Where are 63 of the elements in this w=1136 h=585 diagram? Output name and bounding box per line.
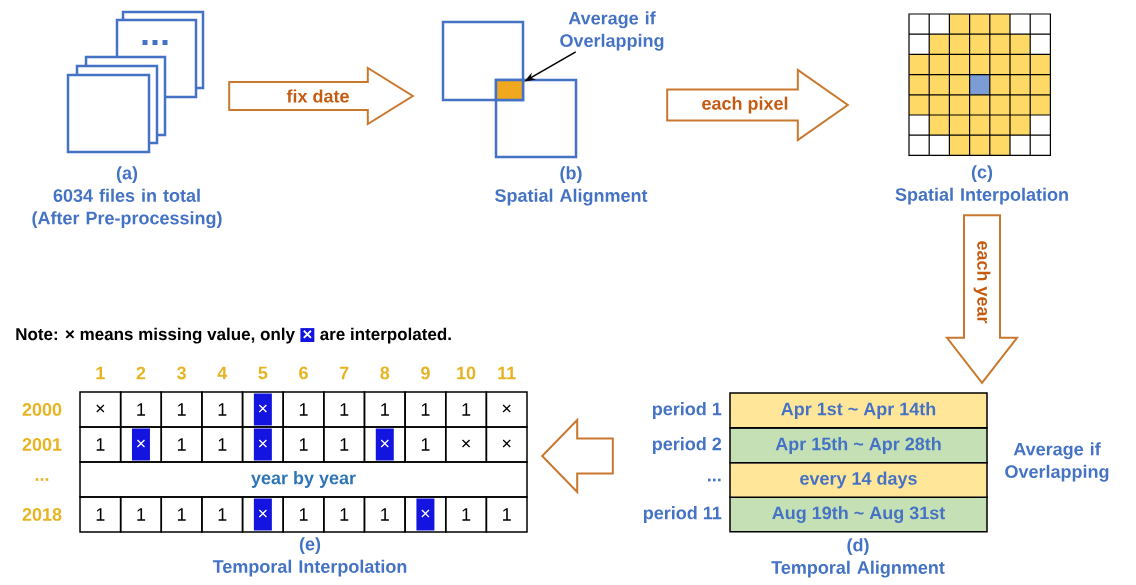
stage-caption: (e) Temporal Interpolation bbox=[212, 537, 407, 577]
note-text: are interpolated. bbox=[320, 327, 451, 344]
table-cell: 1 bbox=[201, 391, 244, 428]
table-cell: 1 bbox=[201, 426, 244, 463]
table-cell: 1 bbox=[445, 496, 488, 533]
year-label: 2018 bbox=[22, 508, 62, 521]
table-cell: × bbox=[485, 391, 528, 428]
year-label: ... bbox=[35, 478, 49, 481]
period-row: Apr 1st ~ Apr 14th bbox=[729, 392, 988, 429]
table-cell: × bbox=[241, 391, 284, 428]
block-arrow bbox=[944, 214, 1020, 385]
table-cell: 1 bbox=[119, 496, 163, 533]
table-cell: × bbox=[445, 426, 488, 463]
table-cell: × bbox=[485, 426, 528, 463]
table-cell: 1 bbox=[404, 426, 447, 463]
edge-label: fix date bbox=[286, 89, 349, 103]
stage-caption: (b) Spatial Alignment bbox=[495, 166, 648, 206]
table-cell: 1 bbox=[160, 391, 203, 428]
table-cell: 1 bbox=[119, 391, 163, 428]
period-row: Apr 15th ~ Apr 28th bbox=[729, 427, 988, 464]
block-arrow bbox=[228, 66, 415, 126]
period-row: Aug 19th ~ Aug 31st bbox=[729, 496, 988, 533]
row-label: period 1 bbox=[653, 402, 722, 419]
table-cell: 1 bbox=[363, 496, 406, 533]
note-text: Note: × means missing value, only bbox=[16, 327, 295, 344]
table-cell: 1 bbox=[79, 426, 122, 463]
highlighted-cross: × bbox=[300, 328, 315, 342]
row-label: period 2 bbox=[653, 437, 722, 454]
table-cell: 1 bbox=[79, 496, 122, 533]
table-cell: × bbox=[119, 426, 163, 463]
row-label: period 11 bbox=[643, 506, 722, 523]
stage-caption: (d) Temporal Alignment bbox=[771, 538, 945, 578]
table-cell: 1 bbox=[282, 391, 325, 428]
table-cell: × bbox=[363, 426, 406, 463]
row-label: ... bbox=[708, 478, 721, 482]
table-cell: 1 bbox=[363, 391, 406, 428]
table-cell: 1 bbox=[282, 496, 325, 533]
stage-caption: (a) 6034 files in total (After Pre-processing) bbox=[32, 166, 222, 229]
edge-label: each year bbox=[973, 241, 991, 324]
table-cell: × bbox=[241, 496, 284, 533]
table-cell: 1 bbox=[445, 391, 488, 428]
stage-caption: (c) Spatial Interpolation bbox=[895, 165, 1068, 205]
table-cell: 1 bbox=[323, 496, 366, 533]
table-cell: 1 bbox=[323, 426, 366, 463]
period-row: every 14 days bbox=[729, 461, 988, 499]
table-cell: × bbox=[79, 391, 122, 428]
table-cell: × bbox=[241, 426, 284, 463]
edge-label: each pixel bbox=[702, 96, 788, 114]
callout-text: Average if Overlapping bbox=[560, 11, 664, 51]
table-cell: 1 bbox=[160, 496, 203, 533]
block-arrow bbox=[666, 68, 850, 142]
table-cell: 1 bbox=[282, 426, 325, 463]
table-cell: 1 bbox=[201, 496, 244, 533]
side-note: Average if Overlapping bbox=[1005, 442, 1109, 482]
year-label: 2000 bbox=[22, 403, 62, 416]
table-cell: 1 bbox=[485, 496, 528, 533]
table-cell: × bbox=[404, 496, 447, 533]
block-arrow bbox=[540, 417, 614, 495]
table-cell: 1 bbox=[404, 391, 447, 428]
table-cell: 1 bbox=[160, 426, 203, 463]
year-label: 2001 bbox=[22, 438, 62, 451]
table-cell: year by year bbox=[79, 461, 528, 498]
table-cell: 1 bbox=[323, 391, 366, 428]
